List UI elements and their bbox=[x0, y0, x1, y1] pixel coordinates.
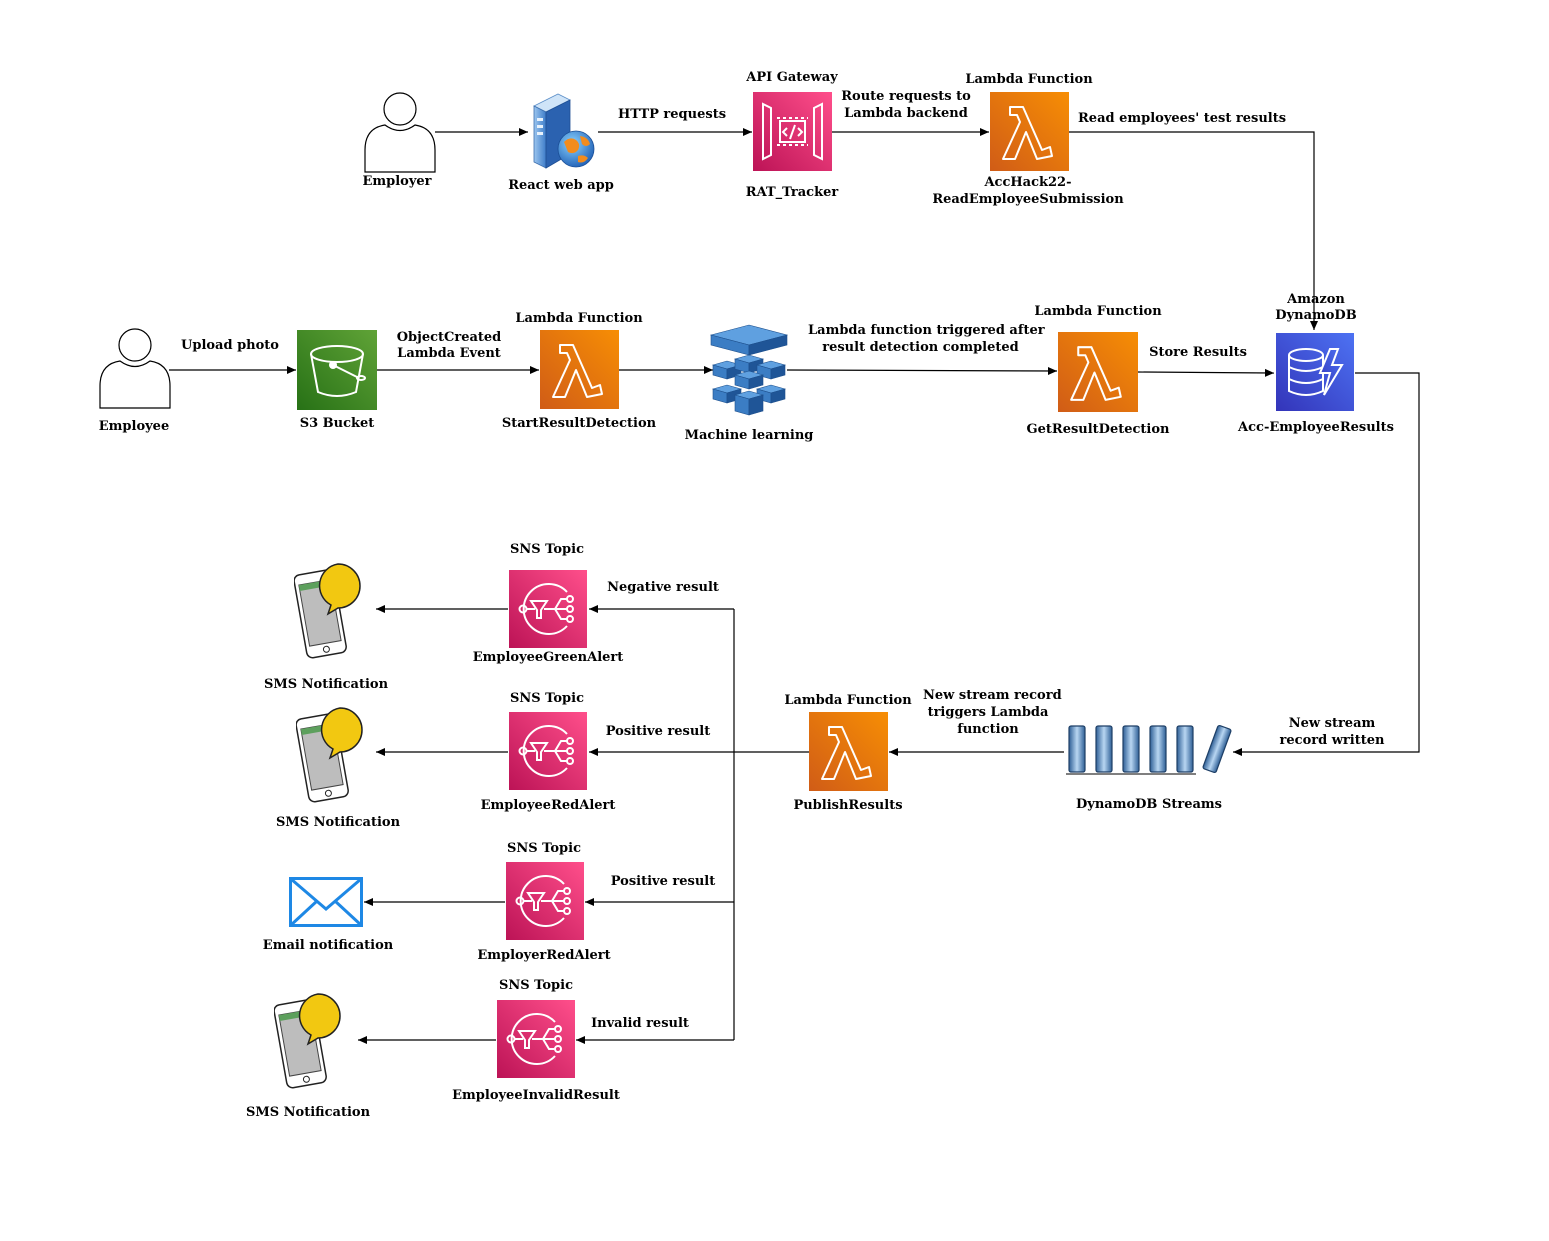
sns-red-employer-name: EmployerRedAlert bbox=[477, 948, 611, 963]
edge-lambda-read-to-dynamodb bbox=[1069, 131, 1318, 330]
lambda-get-name: GetResultDetection bbox=[1026, 422, 1170, 437]
email-notification-label: Email notification bbox=[262, 938, 394, 953]
api-gateway-name: RAT_Tracker bbox=[745, 185, 839, 200]
sns-green-name: EmployeeGreenAlert bbox=[472, 650, 624, 665]
edge-label-stream-trigger-3: function bbox=[957, 722, 1019, 737]
employee-actor-icon bbox=[98, 328, 172, 410]
sns-invalid-name: EmployeeInvalidResult bbox=[452, 1088, 620, 1103]
sms-notification-label-0: SMS Notification bbox=[263, 677, 389, 692]
edge-label-ml-trigger-1: Lambda function triggered after bbox=[808, 323, 1045, 338]
lambda-read-icon bbox=[990, 92, 1069, 171]
edge-label-route-1: Route requests to bbox=[841, 89, 971, 104]
edge-label-stream-trigger-2: triggers Lambda bbox=[927, 705, 1049, 720]
api-gateway-icon bbox=[753, 92, 832, 171]
lambda-start-title: Lambda Function bbox=[515, 311, 643, 326]
edge-label-positive-employee: Positive result bbox=[605, 724, 711, 739]
sns-red-employer-icon bbox=[506, 862, 584, 940]
s3-bucket-icon bbox=[297, 330, 377, 410]
dynamodb-streams-label: DynamoDB Streams bbox=[1076, 797, 1222, 812]
sms-notification-label-1: SMS Notification bbox=[275, 815, 401, 830]
dynamodb-streams-icon bbox=[1066, 722, 1232, 778]
api-gateway-title: API Gateway bbox=[746, 70, 838, 85]
lambda-publish-name: PublishResults bbox=[793, 798, 903, 813]
edge-lambda-get-to-dynamodb bbox=[1137, 368, 1275, 377]
lambda-read-title: Lambda Function bbox=[965, 72, 1093, 87]
lambda-read-name-2: ReadEmployeeSubmission bbox=[932, 192, 1124, 207]
edge-label-read-results: Read employees' test results bbox=[1078, 111, 1287, 126]
lambda-get-title: Lambda Function bbox=[1034, 304, 1162, 319]
edge-label-upload: Upload photo bbox=[181, 338, 279, 353]
machine-learning-icon bbox=[709, 323, 789, 419]
sns-red-employer-title: SNS Topic bbox=[507, 841, 581, 856]
dynamodb-title-2: DynamoDB bbox=[1275, 308, 1357, 323]
sns-red-employee-name: EmployeeRedAlert bbox=[480, 798, 616, 813]
lambda-publish-icon bbox=[809, 712, 888, 791]
edge-label-store: Store Results bbox=[1149, 345, 1247, 360]
employer-actor-icon bbox=[363, 92, 437, 174]
sns-invalid-icon bbox=[497, 1000, 575, 1078]
sns-green-title: SNS Topic bbox=[510, 542, 584, 557]
employer-label: Employer bbox=[362, 174, 432, 189]
edge-label-positive-employer: Positive result bbox=[610, 874, 716, 889]
email-icon bbox=[289, 877, 363, 927]
edge-label-invalid: Invalid result bbox=[591, 1016, 689, 1031]
sns-invalid-title: SNS Topic bbox=[499, 978, 573, 993]
lambda-get-icon bbox=[1058, 332, 1138, 412]
react-web-app-label: React web app bbox=[508, 178, 614, 193]
lambda-start-name: StartResultDetection bbox=[501, 416, 657, 431]
edge-label-object-created-1: ObjectCreated bbox=[396, 330, 502, 345]
dynamodb-name: Acc-EmployeeResults bbox=[1238, 420, 1394, 435]
edge-label-object-created-2: Lambda Event bbox=[397, 346, 501, 361]
sms-notification-icon bbox=[296, 702, 368, 804]
edge-label-route-2: Lambda backend bbox=[844, 106, 968, 121]
machine-learning-label: Machine learning bbox=[684, 428, 814, 443]
edge-label-http: HTTP requests bbox=[617, 107, 727, 122]
web-server-icon bbox=[528, 92, 598, 170]
sms-notification-label-3: SMS Notification bbox=[245, 1105, 371, 1120]
edge-label-ml-trigger-2: result detection completed bbox=[822, 340, 1019, 355]
sns-red-employee-title: SNS Topic bbox=[510, 691, 584, 706]
edge-label-negative: Negative result bbox=[607, 580, 719, 595]
edge-label-stream-written-1: New stream bbox=[1288, 716, 1376, 731]
sms-notification-icon bbox=[294, 558, 366, 660]
sms-notification-icon bbox=[274, 988, 346, 1090]
lambda-start-icon bbox=[540, 330, 619, 409]
edge-label-stream-trigger-1: New stream record bbox=[923, 688, 1062, 703]
lambda-publish-title: Lambda Function bbox=[784, 693, 912, 708]
edge-ml-to-lambda-get bbox=[786, 366, 1058, 375]
employee-label: Employee bbox=[98, 419, 170, 434]
sns-green-icon bbox=[509, 570, 587, 648]
dynamodb-icon bbox=[1276, 333, 1354, 411]
edge-label-stream-written-2: record written bbox=[1279, 733, 1385, 748]
sns-red-employee-icon bbox=[509, 712, 587, 790]
s3-bucket-name: S3 Bucket bbox=[299, 416, 375, 431]
edge-dynamodb-to-streams bbox=[1233, 372, 1420, 756]
dynamodb-title-1: Amazon bbox=[1287, 292, 1345, 307]
lambda-read-name-1: AccHack22- bbox=[984, 175, 1072, 190]
